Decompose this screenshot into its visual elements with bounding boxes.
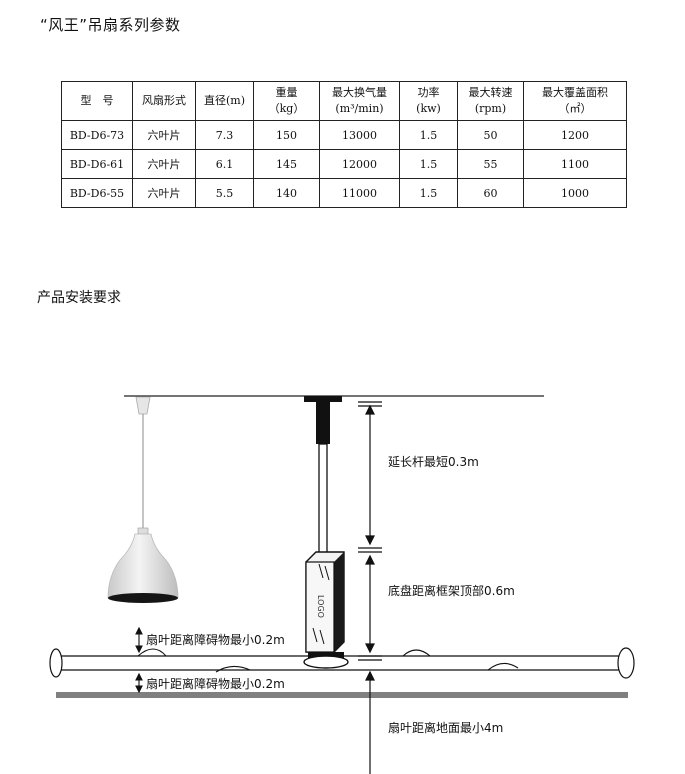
cell-fan-type: 六叶片 <box>132 120 196 150</box>
cell-model: BD-D6-55 <box>61 178 133 208</box>
obstacle-bottom-label: 扇叶距离障碍物最小0.2m <box>146 676 285 691</box>
obstacle-top-dimension <box>135 626 143 654</box>
cell-power: 1.5 <box>399 149 458 179</box>
cell-speed: 55 <box>457 149 524 179</box>
cell-power: 1.5 <box>399 120 458 150</box>
cell-airflow: 11000 <box>319 178 400 208</box>
cell-airflow: 13000 <box>319 120 400 150</box>
cell-diameter: 7.3 <box>195 120 254 150</box>
chassis-dimension <box>358 554 382 661</box>
header-model: 型 号 <box>61 81 133 121</box>
obstacle-top-label: 扇叶距离障碍物最小0.2m <box>146 632 285 647</box>
cell-diameter: 5.5 <box>195 178 254 208</box>
cell-weight: 145 <box>253 149 320 179</box>
cell-coverage: 1200 <box>523 120 627 150</box>
cell-coverage: 1100 <box>523 149 627 179</box>
ground-dimension <box>365 670 375 774</box>
cell-airflow: 12000 <box>319 149 400 179</box>
header-coverage: 最大覆盖面积（㎡） <box>523 81 627 121</box>
cell-coverage: 1000 <box>523 178 627 208</box>
installation-diagram: LOGO 延长杆最短0.3m 底盘距离框架顶部0.6m <box>49 395 635 774</box>
cell-diameter: 6.1 <box>195 149 254 179</box>
cell-weight: 140 <box>253 178 320 208</box>
table-header-row: 型 号 风扇形式 直径(m) 重量（kg） 最大换气量(m³/min) 功率(k… <box>61 81 627 121</box>
header-speed: 最大转速(rpm) <box>457 81 524 121</box>
cell-fan-type: 六叶片 <box>132 149 196 179</box>
chassis-label: 底盘距离框架顶部0.6m <box>388 583 515 598</box>
cell-speed: 50 <box>457 120 524 150</box>
spec-table: 型 号 风扇形式 直径(m) 重量（kg） 最大换气量(m³/min) 功率(k… <box>61 81 627 208</box>
table-row: BD-D6-73 六叶片 7.3 150 13000 1.5 50 1200 <box>61 120 627 150</box>
section-title: 产品安装要求 <box>37 290 121 306</box>
cell-model: BD-D6-73 <box>61 120 133 150</box>
extension-dimension <box>358 401 382 553</box>
motor-body: LOGO <box>305 551 345 659</box>
floor-bar <box>56 692 628 698</box>
pendant-lamp-icon <box>107 396 179 603</box>
header-power: 功率(kw) <box>399 81 458 121</box>
cell-speed: 60 <box>457 178 524 208</box>
header-diameter: 直径(m) <box>195 81 254 121</box>
cell-model: BD-D6-61 <box>61 149 133 179</box>
table-row: BD-D6-55 六叶片 5.5 140 11000 1.5 60 1000 <box>61 178 627 208</box>
header-weight: 重量（kg） <box>253 81 320 121</box>
obstacle-bottom-dimension <box>135 672 143 694</box>
table-row: BD-D6-61 六叶片 6.1 145 12000 1.5 55 1100 <box>61 149 627 179</box>
header-fan-type: 风扇形式 <box>132 81 196 121</box>
cell-power: 1.5 <box>399 178 458 208</box>
cell-weight: 150 <box>253 120 320 150</box>
ground-label: 扇叶距离地面最小4m <box>388 720 503 735</box>
page-title: “风王”吊扇系列参数 <box>40 16 181 34</box>
cell-fan-type: 六叶片 <box>132 178 196 208</box>
extension-rod <box>304 396 342 555</box>
extension-label: 延长杆最短0.3m <box>388 455 479 469</box>
motor-logo-text: LOGO <box>316 595 325 618</box>
header-airflow: 最大换气量(m³/min) <box>319 81 400 121</box>
fan-blades <box>49 647 635 679</box>
